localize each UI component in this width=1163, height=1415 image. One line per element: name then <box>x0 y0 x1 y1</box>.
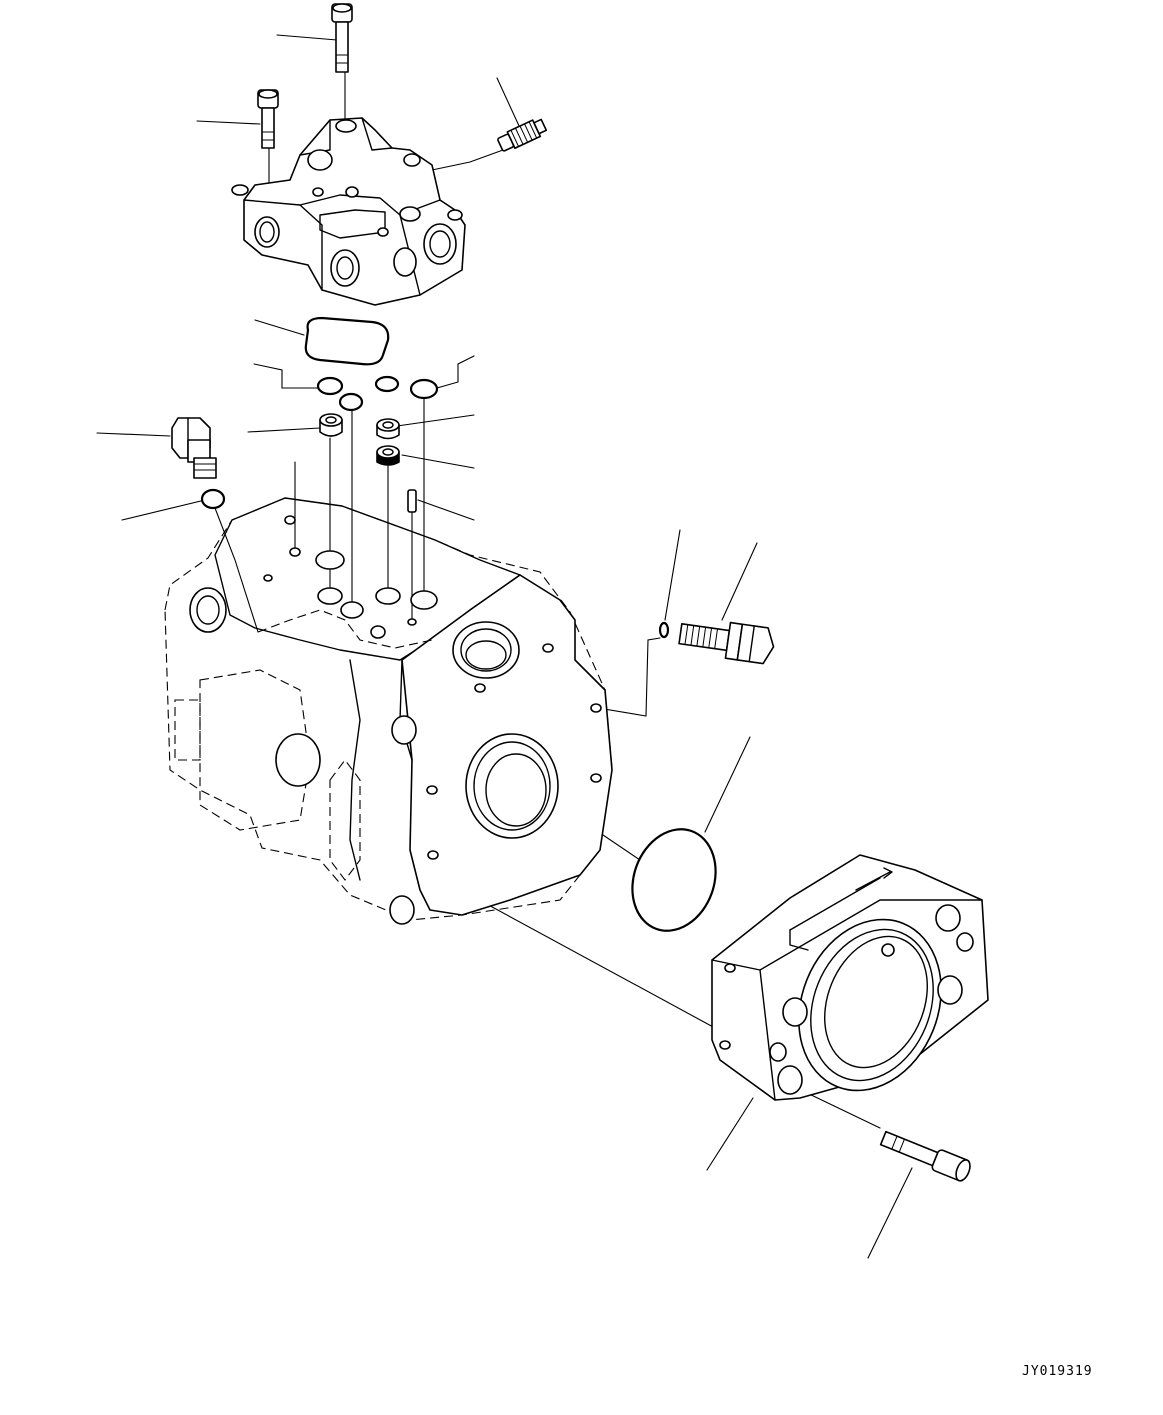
o-ring-tiny <box>658 621 670 639</box>
threaded-plug-top <box>497 118 548 152</box>
control-valve-block <box>231 117 466 306</box>
pump-body <box>164 497 613 925</box>
gasket-plate <box>304 316 390 366</box>
o-ring-set <box>316 375 439 412</box>
flange-bolt-right <box>678 621 775 665</box>
o-ring-small-left <box>200 488 226 510</box>
hex-plug-left <box>171 417 217 479</box>
drawing-reference-code: JY019319 <box>1022 1364 1093 1379</box>
o-ring-large <box>631 828 717 932</box>
mounting-flange <box>711 854 989 1101</box>
spacer-collar-left <box>319 413 343 437</box>
filter-element <box>376 445 400 466</box>
socket-head-bolt-bottom <box>879 1130 971 1182</box>
dowel-pin <box>407 489 417 513</box>
socket-head-bolt-left <box>257 89 279 149</box>
spacer-collar-right <box>376 418 400 440</box>
socket-head-bolt-top <box>331 3 353 73</box>
